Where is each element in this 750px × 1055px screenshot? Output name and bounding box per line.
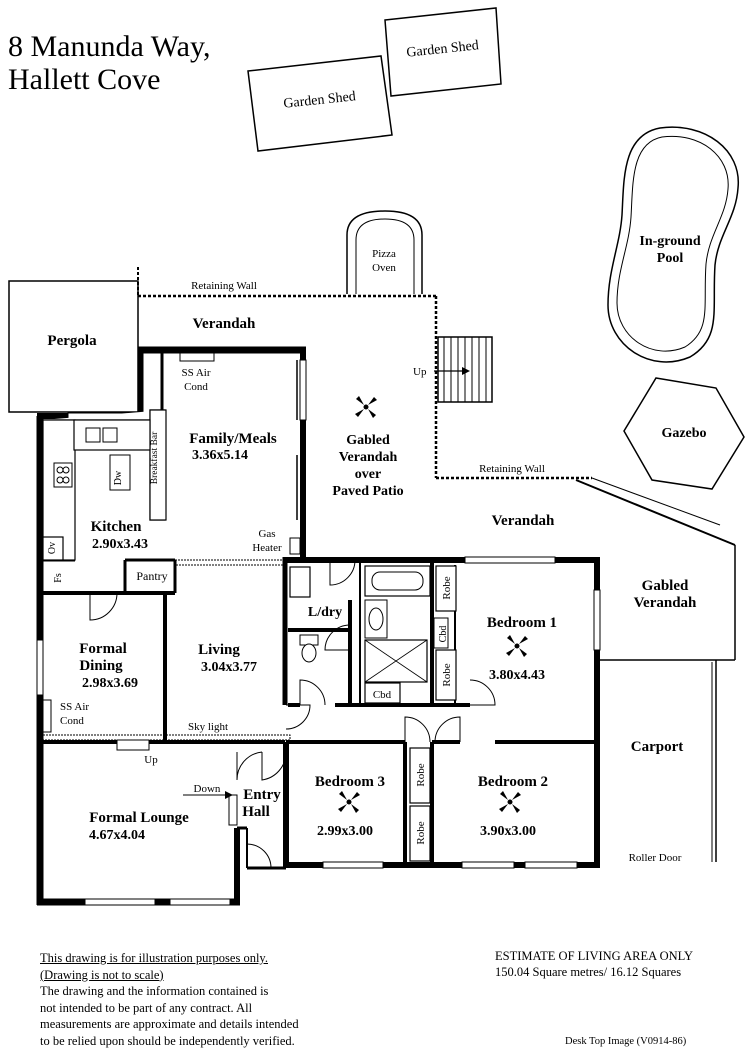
version-label: Desk Top Image (V0914-86): [565, 1036, 687, 1047]
estimate-heading: ESTIMATE OF LIVING AREA ONLY: [495, 949, 694, 963]
down-label: Down: [194, 783, 221, 795]
pergola: Pergola: [8, 280, 139, 413]
kitchen-size: 2.90x3.43: [92, 537, 148, 552]
disclaimer-line-3: The drawing and the information containe…: [40, 984, 269, 998]
ss-air-cond-1-line2: Cond: [184, 381, 208, 393]
pantry: Pantry: [136, 569, 167, 583]
robe-label-3: Robe: [415, 763, 427, 786]
property-address: 8 Manunda Way, Hallett Cove: [8, 30, 211, 96]
living-label: Living: [198, 642, 240, 658]
verandah-right-label: Verandah: [492, 513, 555, 529]
entry-hall-label-2: Hall: [242, 804, 270, 820]
laundry-label: L/dry: [308, 605, 342, 620]
robe-label-4: Robe: [415, 821, 427, 844]
entry-hall-label-1: Entry: [243, 787, 281, 803]
gabled-verandah-label-3: over: [355, 467, 381, 482]
formal-dining-size: 2.98x3.69: [82, 676, 138, 691]
entry-down-arrowhead: [225, 791, 233, 799]
air-conditioner-unit-1: [179, 352, 215, 362]
ss-air-cond-2-line2: Cond: [60, 715, 84, 727]
stairs-up-label: Up: [413, 366, 427, 378]
disclaimer-line-2: (Drawing is not to scale): [40, 967, 164, 982]
ceiling-fan-icon: [355, 396, 377, 418]
sky-light-label: Sky light: [188, 721, 228, 733]
ceiling-fan-icon: [499, 791, 521, 813]
breakfast-bar-label: Breakfast Bar: [149, 431, 160, 484]
robe-label-1: Robe: [441, 576, 453, 599]
pizza-oven: Pizza Oven: [346, 210, 423, 294]
bedroom1-label: Bedroom 1: [487, 615, 557, 631]
formal-lounge-size: 4.67x4.04: [89, 828, 145, 843]
cupboard-label-2: Cbd: [438, 626, 449, 643]
pantry-label: Pantry: [136, 569, 167, 583]
air-conditioner-unit-2: [42, 699, 52, 733]
disclaimer-line-6: to be relied upon should be independentl…: [40, 1033, 295, 1048]
family-meals-label: Family/Meals: [189, 431, 277, 447]
gabled-verandah-side-label-2: Verandah: [634, 595, 697, 611]
gabled-verandah-label-4: Paved Patio: [332, 484, 403, 499]
bedroom1-size: 3.80x4.43: [489, 668, 545, 683]
carport-label: Carport: [631, 739, 684, 755]
stairs: Up: [413, 336, 493, 403]
living-area-estimate: ESTIMATE OF LIVING AREA ONLY 150.04 Squa…: [495, 948, 693, 980]
gas-heater-label-1: Gas: [258, 528, 275, 540]
pizza-oven-label-1: Pizza: [372, 248, 396, 260]
garden-shed-right: Garden Shed: [384, 7, 502, 97]
retaining-walls: [137, 267, 736, 862]
bedroom3-label: Bedroom 3: [315, 774, 385, 790]
up-small-label: Up: [144, 754, 158, 766]
disclaimer-line-1: This drawing is for illustration purpose…: [40, 951, 268, 965]
kitchen-label: Kitchen: [91, 519, 142, 535]
ss-air-cond-1-line1: SS Air: [181, 367, 210, 379]
ceiling-fan-icon: [506, 635, 528, 657]
ceiling-fan-icon: [338, 791, 360, 813]
verandah-top-label: Verandah: [193, 316, 256, 332]
bathroom-fixtures: [289, 565, 457, 862]
sky-light: [39, 559, 291, 741]
pool-label-2: Pool: [657, 251, 684, 266]
in-ground-pool: In-ground Pool: [607, 126, 739, 363]
gabled-verandah-side-label-1: Gabled: [642, 578, 689, 594]
address-line-2: Hallett Cove: [8, 63, 161, 96]
gabled-verandah-label-2: Verandah: [339, 450, 398, 465]
bedroom2-label: Bedroom 2: [478, 774, 548, 790]
formal-dining-label-2: Dining: [79, 658, 123, 674]
retaining-wall-right-label: Retaining Wall: [479, 463, 545, 475]
gazebo: Gazebo: [623, 377, 745, 490]
disclaimer: This drawing is for illustration purpose…: [40, 950, 350, 1049]
pool-label-1: In-ground: [639, 234, 700, 249]
roller-door-label: Roller Door: [629, 852, 682, 864]
address-line-1: 8 Manunda Way,: [8, 30, 211, 63]
formal-lounge-label: Formal Lounge: [89, 810, 189, 826]
gas-heater-label-2: Heater: [252, 542, 282, 554]
cupboard-label-1: Cbd: [373, 689, 392, 701]
gas-heater-unit: [289, 537, 301, 555]
kitchen-fixtures: [42, 409, 167, 561]
disclaimer-line-5: measurements are approximate and details…: [40, 1017, 299, 1031]
gabled-verandah-label-1: Gabled: [346, 433, 390, 448]
family-meals-size: 3.36x5.14: [192, 448, 248, 463]
garden-shed-left: Garden Shed: [247, 55, 393, 152]
pizza-oven-label-2: Oven: [372, 262, 396, 274]
fridge-space-label: Fs: [53, 573, 64, 583]
estimate-value: 150.04 Square metres/ 16.12 Squares: [495, 965, 682, 979]
gazebo-label: Gazebo: [661, 426, 706, 441]
retaining-wall-top-label: Retaining Wall: [191, 280, 257, 292]
oven-label: Ov: [47, 542, 58, 554]
living-size: 3.04x3.77: [201, 660, 257, 675]
pergola-label: Pergola: [47, 333, 97, 349]
bedroom3-size: 2.99x3.00: [317, 824, 373, 839]
ss-air-cond-2-line1: SS Air: [60, 701, 89, 713]
disclaimer-line-4: not intended to be part of any contract.…: [40, 1000, 253, 1015]
formal-dining-label-1: Formal: [79, 641, 126, 657]
dishwasher-label: Dw: [113, 470, 124, 485]
robe-label-2: Robe: [441, 663, 453, 686]
bedroom2-size: 3.90x3.00: [480, 824, 536, 839]
door-swings: [89, 559, 496, 869]
